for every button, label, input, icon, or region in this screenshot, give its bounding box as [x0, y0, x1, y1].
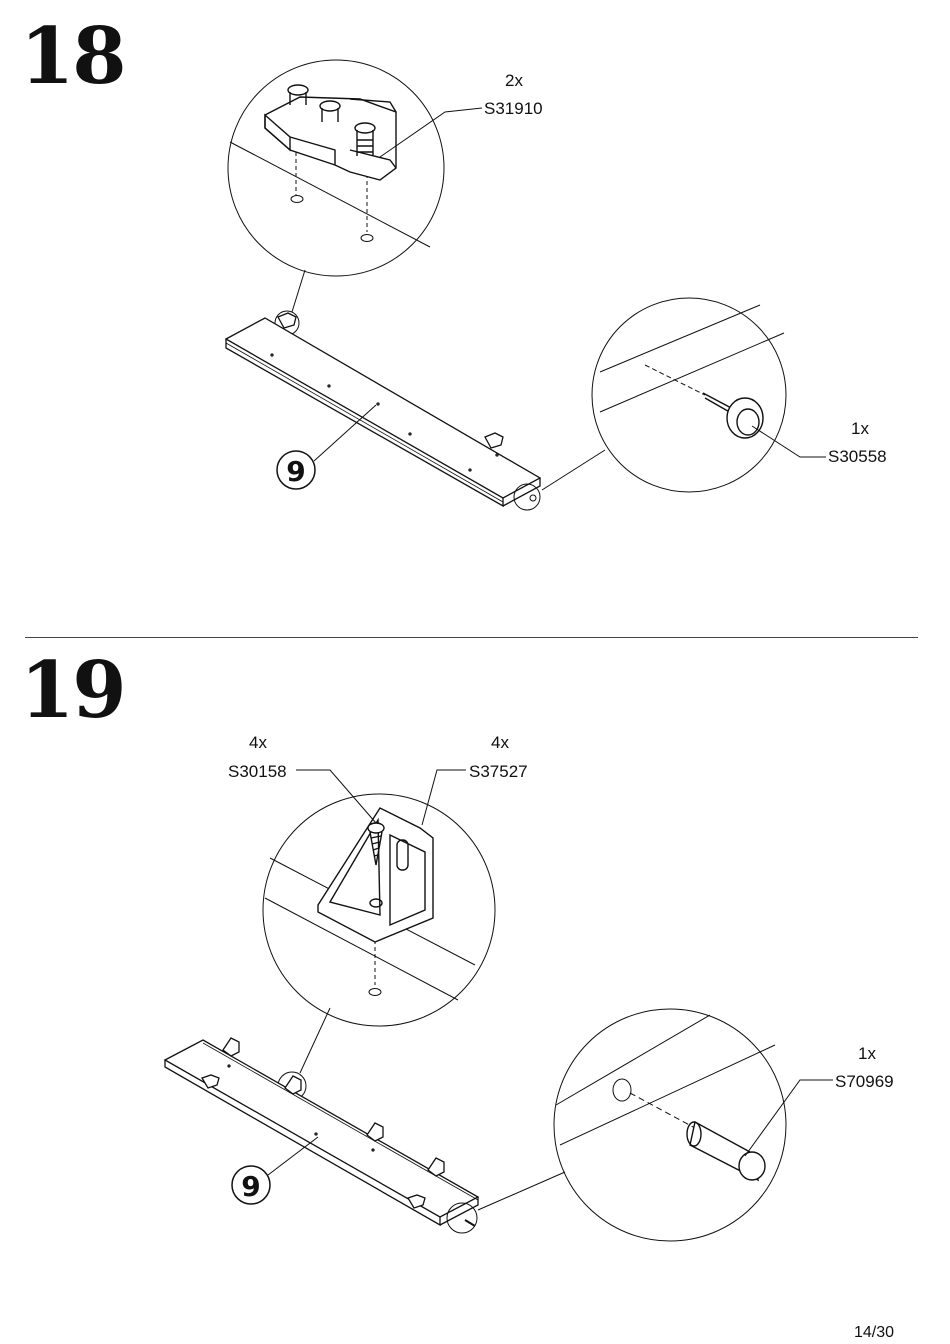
step19-dowel-code: S70969 [835, 1072, 894, 1091]
step19-part-9-text: 9 [241, 1170, 260, 1203]
furniture-glide-icon [702, 392, 764, 439]
step18-glide-qty: 1x [851, 419, 869, 438]
step18-zoom-circle-glide [591, 297, 787, 493]
step18-drawing [224, 59, 826, 511]
wooden-dowel-icon [686, 1120, 766, 1182]
wood-screw-icon [367, 822, 385, 866]
step-divider [25, 637, 918, 638]
step19-dowel-qty: 1x [858, 1044, 876, 1063]
page-number: 14/30 [853, 1324, 894, 1341]
step19-screw-code: S30158 [228, 762, 287, 781]
step19-zoom-circle-dowel [553, 1008, 787, 1242]
step19-part-9-badge [231, 1165, 271, 1205]
step18-small-zoom-marker-glide [513, 483, 541, 511]
step19-bracket-code: S37527 [469, 762, 528, 781]
angle-bracket-icon [317, 807, 434, 943]
step18-screw-qty: 2x [505, 71, 523, 90]
step19-zoom-circle-bracket [262, 793, 496, 1027]
step-18-number: 18 [20, 11, 127, 102]
step19-drawing [163, 769, 833, 1242]
step18-part-9-text: 9 [286, 455, 305, 488]
step18-part-9-badge [276, 450, 316, 490]
step19-panel-9 [163, 1037, 480, 1227]
step18-screw-code: S31910 [484, 99, 543, 118]
mounting-plate-icon [264, 84, 397, 181]
step19-screw-qty: 4x [249, 733, 267, 752]
step-19-number: 19 [20, 645, 127, 736]
step19-bracket-qty: 4x [491, 733, 509, 752]
step18-panel-9 [224, 312, 542, 508]
step18-glide-code: S30558 [828, 447, 887, 466]
step18-zoom-circle-hinge [227, 59, 445, 277]
step19-small-zoom-marker-dowel [446, 1202, 478, 1234]
